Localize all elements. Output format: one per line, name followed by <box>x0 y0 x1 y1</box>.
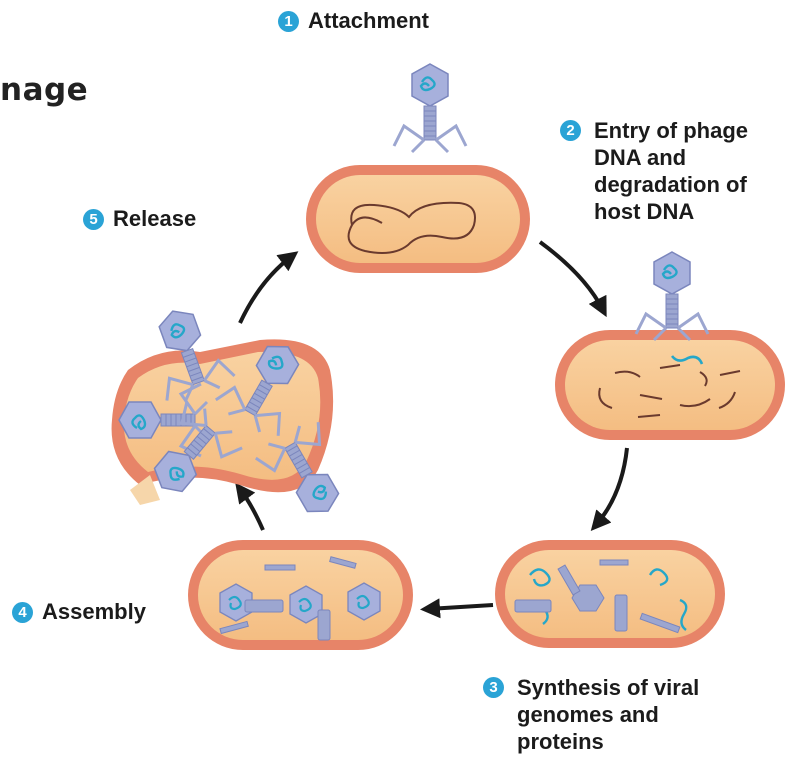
step-2-line-1: Entry of phage <box>594 118 749 143</box>
host-dna-loop <box>347 201 476 254</box>
step-4-label: 4 Assembly <box>12 598 146 625</box>
attaching-phage <box>392 62 468 154</box>
step-3-label: 3 Synthesis of viral genomes and protein… <box>483 674 763 755</box>
step-2-line-3: degradation of <box>594 172 747 197</box>
injected-viral-dna <box>670 355 704 365</box>
cell-attachment <box>306 62 530 273</box>
cell-release <box>111 297 361 531</box>
step-1-text: Attachment <box>308 8 430 33</box>
step-number-badge: 5 <box>83 209 104 230</box>
step-number-badge: 1 <box>278 11 299 32</box>
arrow-attach-to-entry <box>538 240 607 318</box>
arrow-synthesis-to-assembly <box>420 598 494 619</box>
step-5-text: Release <box>113 206 197 231</box>
step-2-line-2: DNA and <box>594 145 687 170</box>
arrow-release-to-attach <box>238 251 299 324</box>
page-title-fragment: nage <box>0 72 89 108</box>
step-3-line-3: proteins <box>517 729 604 754</box>
step-5-label: 5 Release <box>83 205 196 232</box>
cell-synthesis <box>495 540 725 648</box>
step-number-badge: 2 <box>560 120 581 141</box>
arrow-entry-to-synthesis <box>590 447 629 532</box>
cell-assembly <box>188 540 413 650</box>
arrow-assembly-to-release <box>235 482 265 531</box>
step-3-line-1: Synthesis of viral <box>517 675 700 700</box>
step-number-badge: 4 <box>12 602 33 623</box>
step-3-line-2: genomes and <box>517 702 659 727</box>
cycle-arrows <box>235 240 629 619</box>
step-4-text: Assembly <box>42 599 146 624</box>
step-number-badge: 3 <box>483 677 504 698</box>
step-1-label: 1 Attachment <box>278 7 429 34</box>
step-2-line-4: host DNA <box>594 199 695 224</box>
cell-entry <box>555 250 785 440</box>
injecting-phage <box>634 250 710 342</box>
step-2-label: 2 Entry of phage DNA and degradation of … <box>560 117 785 225</box>
